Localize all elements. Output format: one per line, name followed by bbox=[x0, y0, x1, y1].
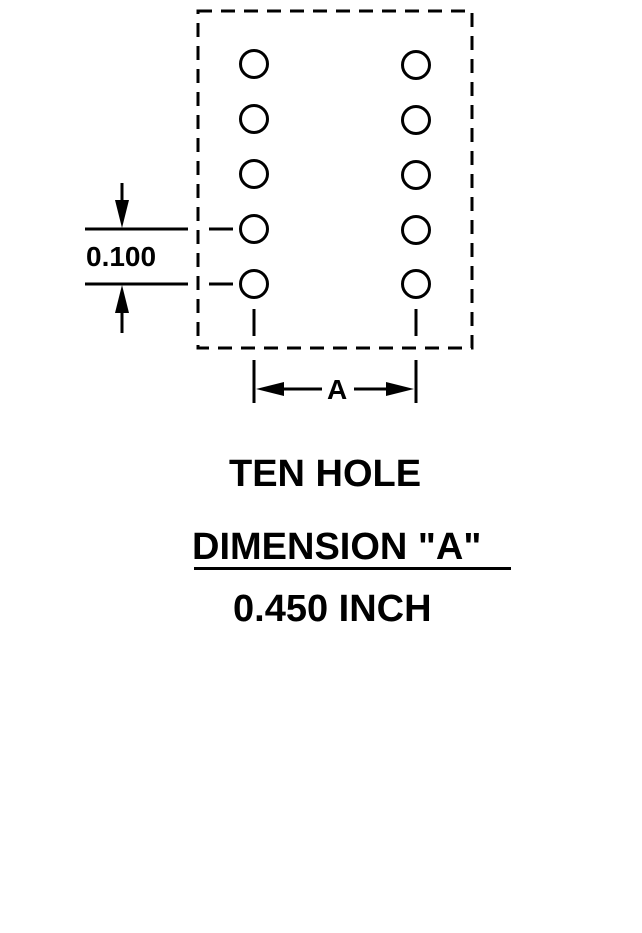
pitch-dimension bbox=[85, 183, 233, 333]
hole bbox=[401, 160, 431, 190]
span-label: A bbox=[327, 374, 348, 405]
hole bbox=[239, 49, 269, 79]
hole bbox=[401, 105, 431, 135]
hole bbox=[239, 159, 269, 189]
span-dimension bbox=[252, 309, 418, 403]
hole bbox=[239, 269, 269, 299]
hole bbox=[401, 215, 431, 245]
dimension-header: DIMENSION "A" bbox=[192, 526, 482, 568]
header-underline bbox=[194, 567, 511, 570]
arrow-up-icon bbox=[115, 285, 129, 313]
diagram-title: TEN HOLE bbox=[229, 453, 422, 495]
component-outline bbox=[196, 9, 474, 350]
hole bbox=[239, 214, 269, 244]
hole bbox=[401, 269, 431, 299]
hole-column-left bbox=[239, 49, 269, 299]
dimension-value: 0.450 INCH bbox=[233, 588, 432, 630]
arrow-right-icon bbox=[386, 382, 414, 396]
pitch-label: 0.100 bbox=[86, 241, 157, 272]
hole bbox=[401, 50, 431, 80]
hole bbox=[239, 104, 269, 134]
hole-column-right bbox=[401, 50, 431, 299]
arrow-down-icon bbox=[115, 200, 129, 228]
arrow-left-icon bbox=[256, 382, 284, 396]
